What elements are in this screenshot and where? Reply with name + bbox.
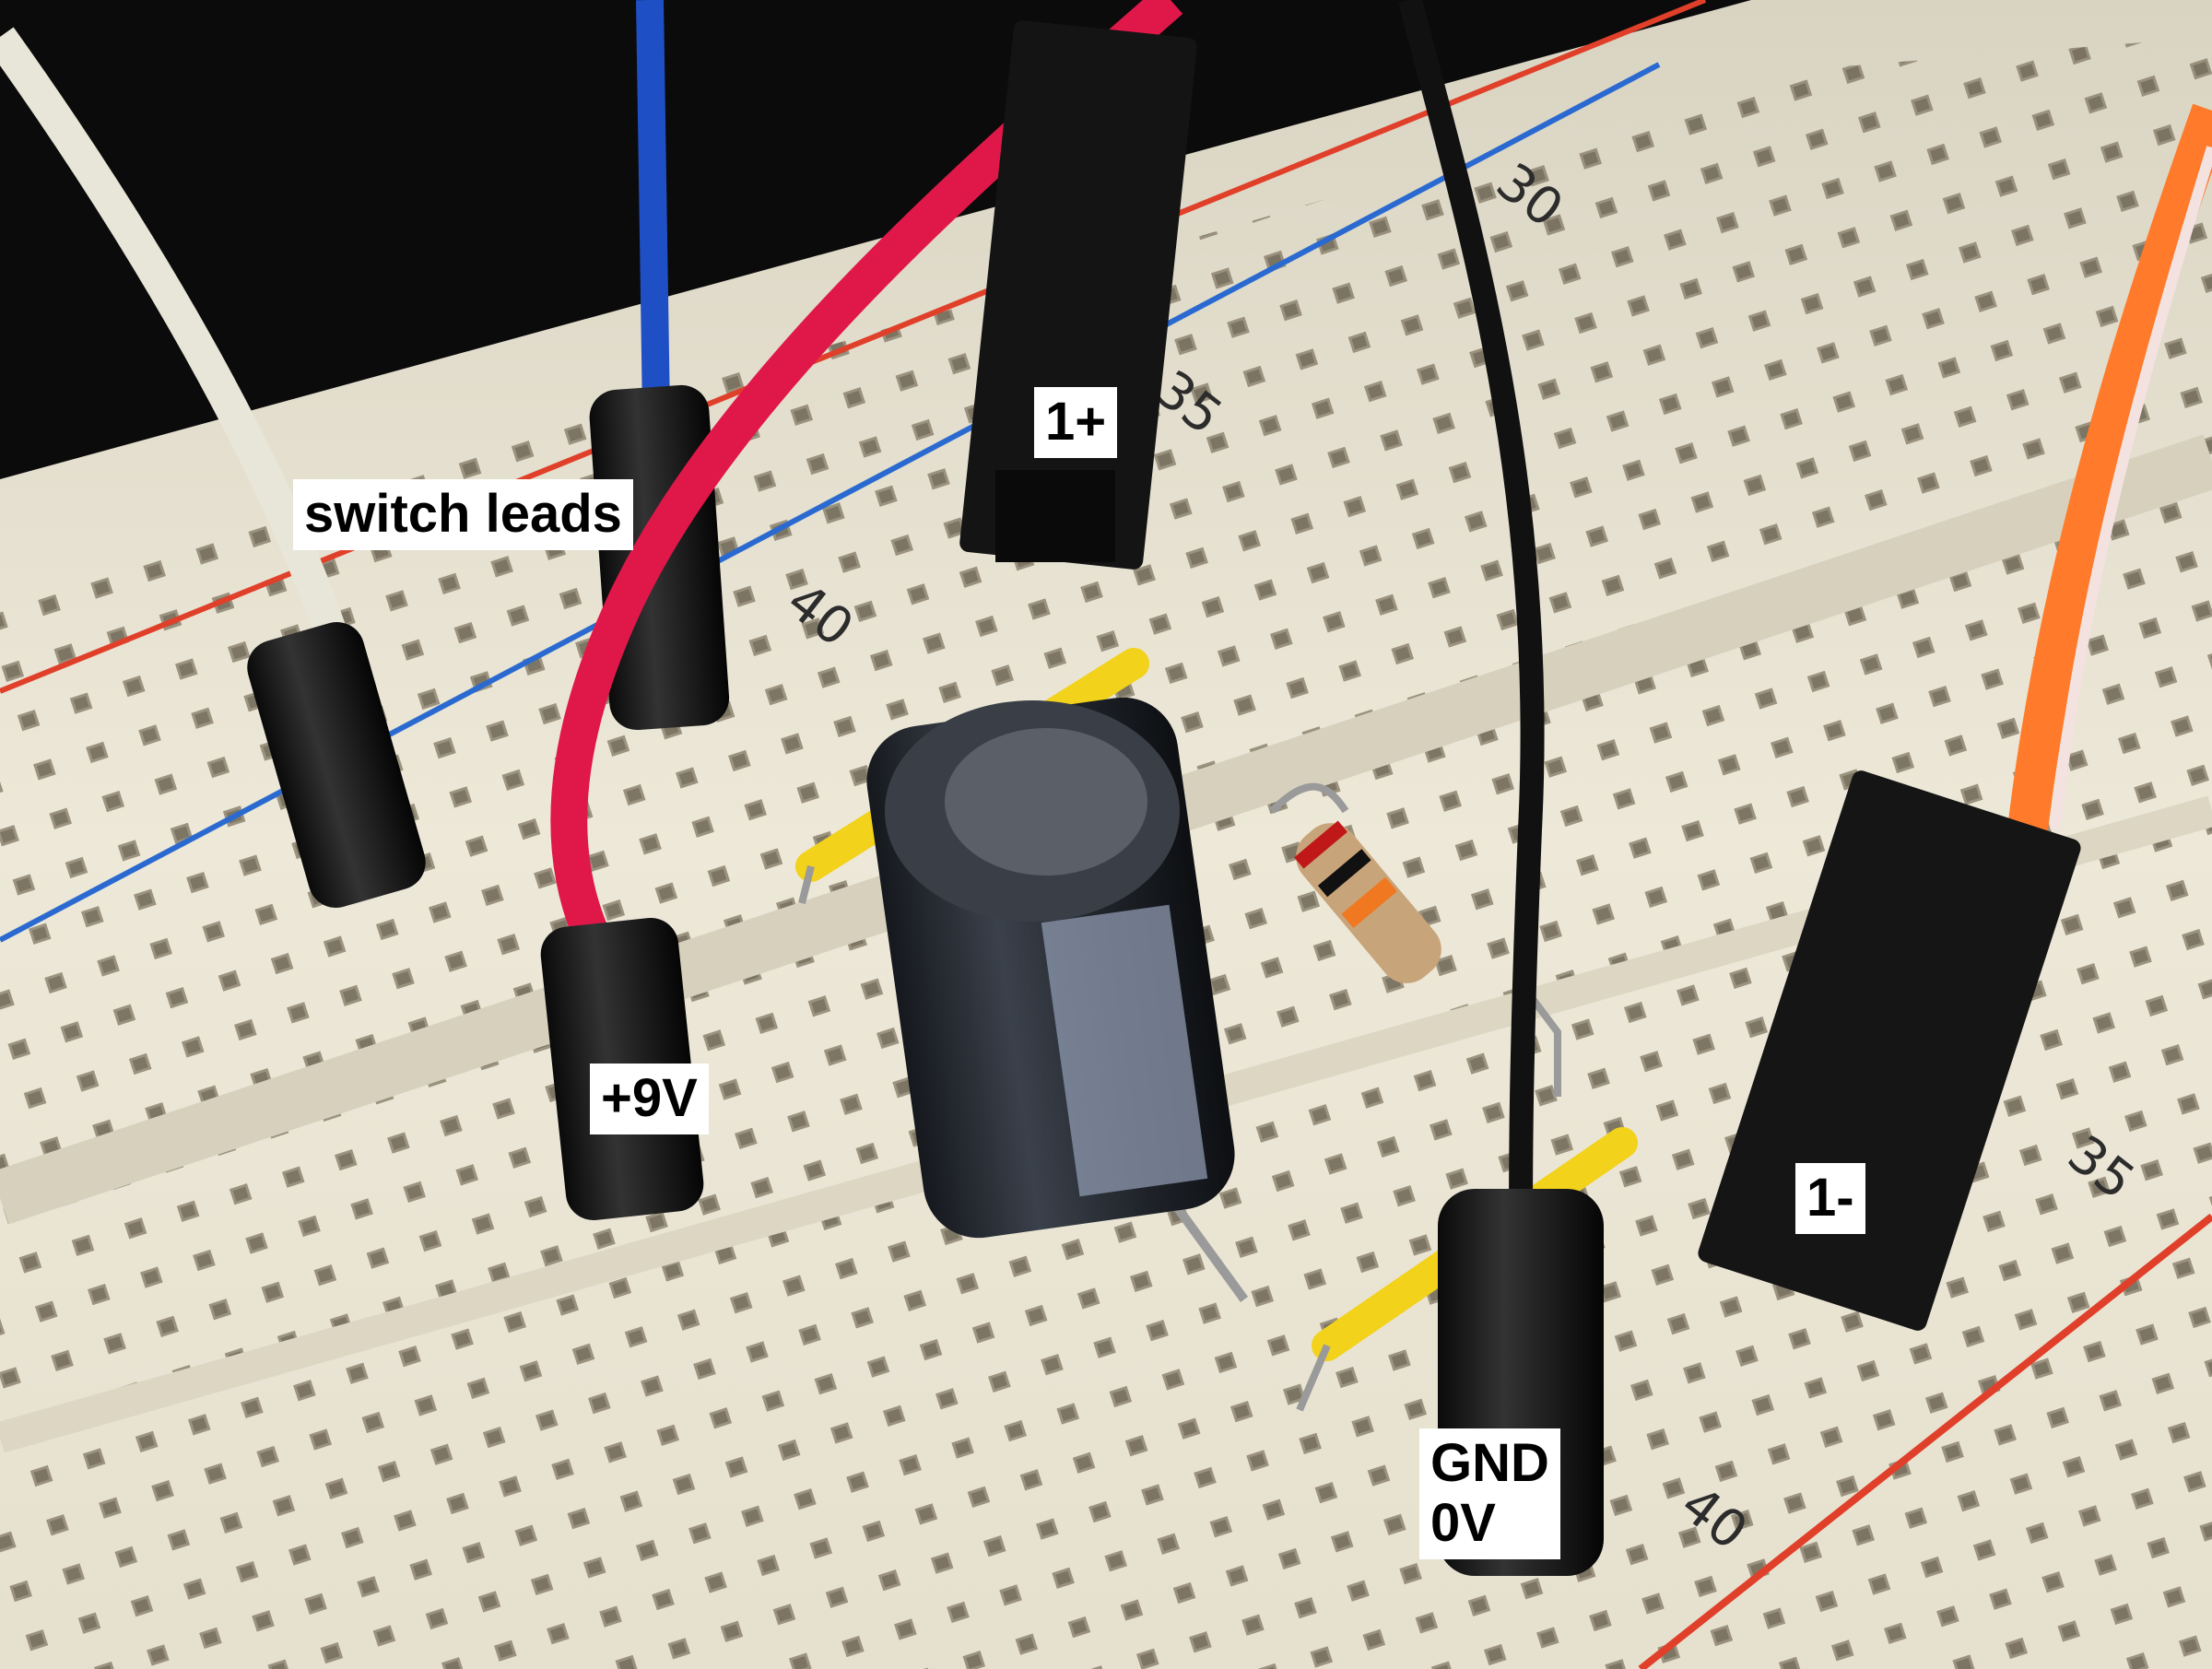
electrolytic-capacitor — [866, 697, 1249, 1302]
white-wire — [0, 27, 426, 908]
label-switch-leads: switch leads — [293, 479, 633, 550]
label-1-minus: 1- — [1795, 1163, 1865, 1234]
orange-wire — [1698, 103, 2212, 1331]
top-blue-rail — [0, 62, 1661, 943]
header-pin-1-plus — [959, 20, 1197, 570]
resistor — [1269, 782, 1561, 1097]
top-red-rail — [0, 0, 1707, 694]
label-gnd-0v: GND 0V — [1419, 1428, 1560, 1559]
label-plus-9v: +9V — [590, 1064, 709, 1134]
label-1-plus: 1+ — [1034, 387, 1118, 458]
bottom-red-rail — [1638, 1213, 2212, 1669]
